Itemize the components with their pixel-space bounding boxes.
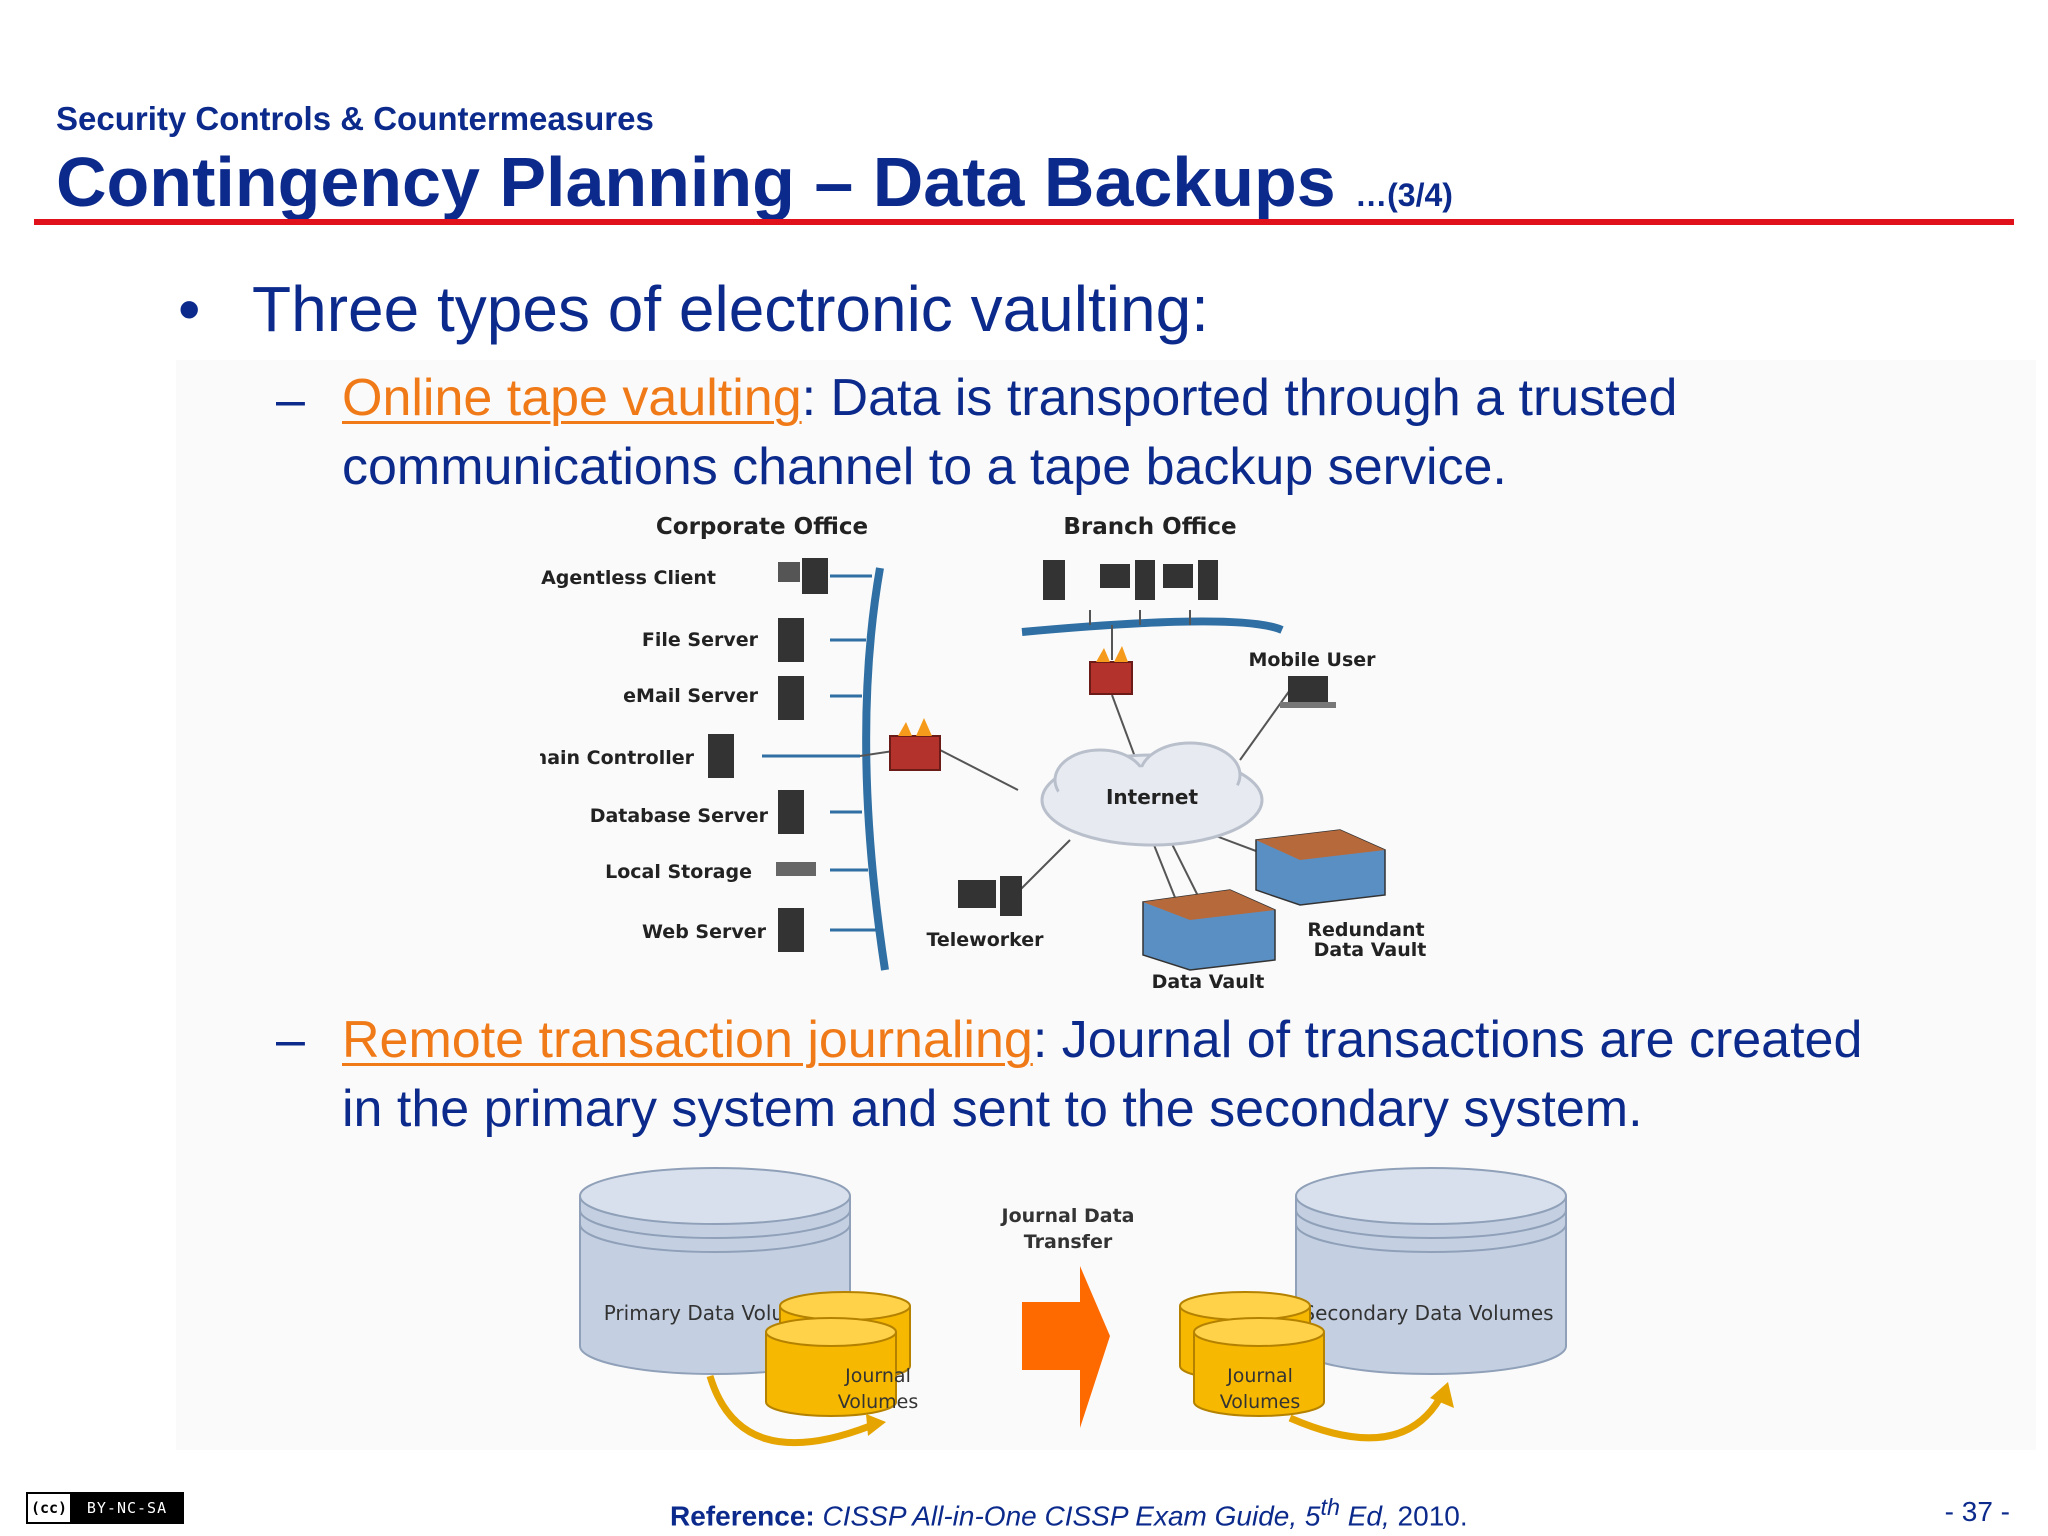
title-rule xyxy=(34,219,2014,225)
license-text: BY-NC-SA xyxy=(72,1494,182,1522)
bullet-text: Three types of electronic vaulting: xyxy=(252,273,1209,345)
corporate-office-label: Corporate Office xyxy=(656,514,868,540)
journal-diagram: Primary Data Volumes Journal Volumes Jou… xyxy=(579,1167,1567,1447)
slide-title-text: Contingency Planning – Data Backups xyxy=(56,143,1336,221)
web-server-icon xyxy=(778,908,804,952)
sub-item-1: Online tape vaulting: Data is transporte… xyxy=(342,364,1902,502)
transfer-label-2: Transfer xyxy=(1024,1231,1113,1253)
reference-label: Reference: xyxy=(670,1500,815,1532)
reference: Reference: CISSP All-in-One CISSP Exam G… xyxy=(670,1494,1468,1532)
teleworker-computer-icon xyxy=(958,876,1022,916)
email-server-label: eMail Server xyxy=(623,685,758,707)
secondary-volume-label: Secondary Data Volumes xyxy=(1302,1301,1553,1325)
journal-transfer-arrow-icon xyxy=(1022,1266,1110,1428)
reference-sup-text: th xyxy=(1320,1494,1340,1520)
primary-journal-cylinder-icon xyxy=(765,1291,911,1417)
primary-curve-arrow-icon xyxy=(706,1374,872,1447)
reference-sup: th xyxy=(1320,1494,1339,1520)
branch-office-label: Branch Office xyxy=(1063,514,1236,540)
page-number: - 37 - xyxy=(1944,1496,2010,1527)
sub-item-1-text: : Data is transported through a trusted … xyxy=(342,369,1678,496)
file-server-icon xyxy=(778,618,804,662)
cc-license-badge[interactable]: (cc) BY-NC-SA xyxy=(26,1492,184,1524)
secondary-journal-label-2: Volumes xyxy=(1220,1391,1301,1413)
sub-dash-2: – xyxy=(276,1011,305,1069)
term-remote-transaction-journaling: Remote transaction journaling xyxy=(342,1011,1033,1069)
primary-journal-label-2: Volumes xyxy=(838,1391,919,1413)
primary-journal-label-1: Journal xyxy=(844,1365,911,1387)
bullet-symbol: • xyxy=(178,273,201,345)
laptop-icon xyxy=(1280,676,1336,708)
web-server-label: Web Server xyxy=(642,921,767,943)
data-vault-label: Data Vault xyxy=(1152,971,1265,993)
internet-cloud-icon xyxy=(1040,741,1264,847)
domain-controller-icon xyxy=(708,734,734,778)
reference-edition: Ed, xyxy=(1339,1500,1390,1532)
secondary-curve-arrowhead-icon xyxy=(1430,1382,1454,1408)
redundant-vault-label-2: Data Vault xyxy=(1314,939,1427,961)
network-diagram: Internet xyxy=(540,514,1427,993)
transfer-label-1: Journal Data xyxy=(1000,1205,1135,1227)
primary-curve-arrowhead-icon xyxy=(866,1414,886,1436)
term-online-tape-vaulting: Online tape vaulting xyxy=(342,369,802,427)
corporate-server-icons xyxy=(708,558,828,952)
database-server-label: Database Server xyxy=(590,805,769,827)
mobile-user-label: Mobile User xyxy=(1248,649,1376,671)
client-monitor-icon xyxy=(778,562,800,582)
branch-computer-icons xyxy=(1043,560,1218,600)
corporate-firewall-icon xyxy=(889,718,941,771)
section-kicker: Security Controls & Countermeasures xyxy=(56,100,654,137)
secondary-curve-arrow-icon xyxy=(1288,1396,1444,1442)
secondary-volume-cylinder-icon xyxy=(1295,1167,1567,1375)
secondary-journal-label-1: Journal xyxy=(1226,1365,1293,1387)
agentless-client-icon xyxy=(802,558,828,594)
sub-dash-1: – xyxy=(276,371,305,429)
redundant-vault-building-icon xyxy=(1255,829,1386,906)
teleworker-label: Teleworker xyxy=(926,929,1044,951)
secondary-journal-cylinder-icon xyxy=(1179,1291,1325,1417)
email-server-icon xyxy=(778,676,804,720)
internet-label: Internet xyxy=(1106,785,1198,809)
cc-icon: (cc) xyxy=(28,1494,72,1522)
database-server-icon xyxy=(778,790,804,834)
agentless-client-label: Agentless Client xyxy=(541,567,716,589)
branch-firewall-icon xyxy=(1089,646,1133,695)
reference-title: CISSP All-in-One CISSP Exam Guide, 5 xyxy=(822,1500,1321,1532)
local-storage-icon xyxy=(776,862,816,876)
redundant-vault-label-1: Redundant xyxy=(1307,919,1424,941)
sub-item-2: Remote transaction journaling: Journal o… xyxy=(342,1006,1902,1144)
corporate-links xyxy=(762,574,878,932)
data-vault-building-icon xyxy=(1142,889,1276,971)
slide-title: Contingency Planning – Data Backups …(3/… xyxy=(56,142,1453,235)
corporate-backbone xyxy=(862,567,889,971)
domain-controller-label: Domain Controller xyxy=(540,747,695,769)
branch-backbone xyxy=(1021,617,1284,636)
reference-year: 2010. xyxy=(1389,1500,1468,1532)
local-storage-label: Local Storage xyxy=(605,861,752,883)
file-server-label: File Server xyxy=(642,629,759,651)
content-panel xyxy=(176,360,2036,1450)
slide-part-marker: …(3/4) xyxy=(1355,177,1453,213)
sub-item-2-text: : Journal of transactions are created in… xyxy=(342,1011,1863,1138)
